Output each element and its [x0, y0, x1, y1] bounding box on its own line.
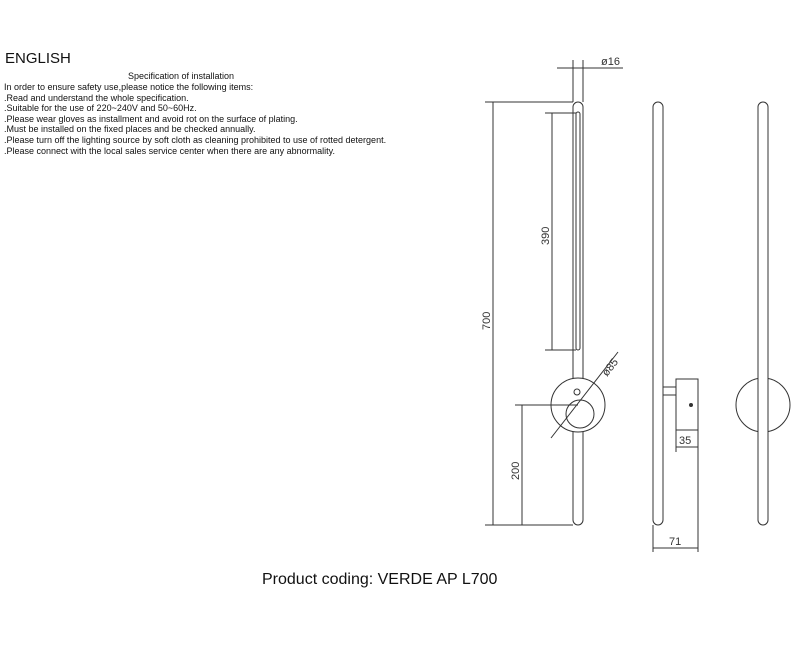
dim-390: 390	[540, 227, 552, 245]
spec-title: Specification of installation	[128, 71, 235, 81]
instruction-line: .Read and understand the whole specifica…	[4, 92, 189, 103]
dim-200: 200	[510, 462, 522, 480]
dim-d16: ø16	[601, 56, 620, 68]
language-heading: ENGLISH	[5, 50, 71, 67]
dim-71: 71	[669, 536, 681, 548]
instruction-line: .Please turn off the lighting source by …	[4, 134, 387, 145]
instruction-line: In order to ensure safety use,please not…	[4, 82, 254, 92]
instruction-line: .Suitable for the use of 220~240V and 50…	[4, 103, 197, 114]
dim-35: 35	[679, 435, 691, 447]
instruction-line: .Must be installed on the fixed places a…	[4, 124, 256, 135]
dim-700: 700	[481, 312, 493, 330]
back-view	[735, 101, 791, 526]
instruction-line: .Please connect with the local sales ser…	[4, 145, 336, 156]
instructions: In order to ensure safety use,please not…	[4, 82, 386, 156]
product-coding: Product coding: VERDE AP L700	[262, 571, 498, 588]
instruction-line: .Please wear gloves as installment and a…	[4, 113, 298, 124]
dim-d85: ø85	[600, 357, 621, 379]
side-view: 35 71	[652, 101, 699, 552]
front-view: ø16 700 390 200 ø85	[481, 56, 623, 526]
